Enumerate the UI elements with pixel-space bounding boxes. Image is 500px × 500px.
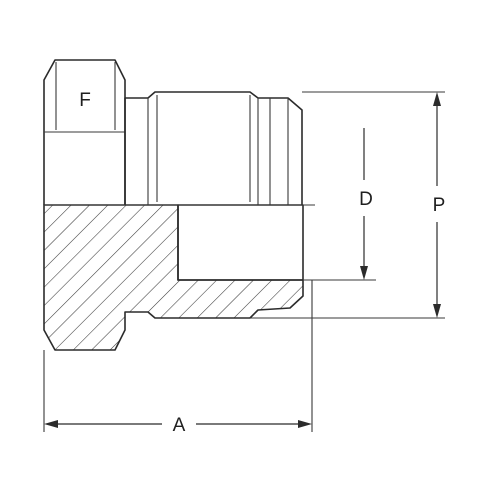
dimension-a xyxy=(44,420,312,428)
threaded-shank-upper xyxy=(124,91,303,205)
inner-bore xyxy=(177,204,304,281)
section-hatch-region xyxy=(43,204,304,351)
length-label: A xyxy=(173,415,186,436)
outer-diameter-label: P xyxy=(433,195,446,216)
inner-diameter-label: D xyxy=(359,189,373,210)
hex-label: F xyxy=(79,90,91,111)
dimension-d xyxy=(360,128,368,280)
extension-lines xyxy=(43,91,445,432)
dimension-p xyxy=(433,92,441,318)
hex-head-upper xyxy=(43,59,126,205)
